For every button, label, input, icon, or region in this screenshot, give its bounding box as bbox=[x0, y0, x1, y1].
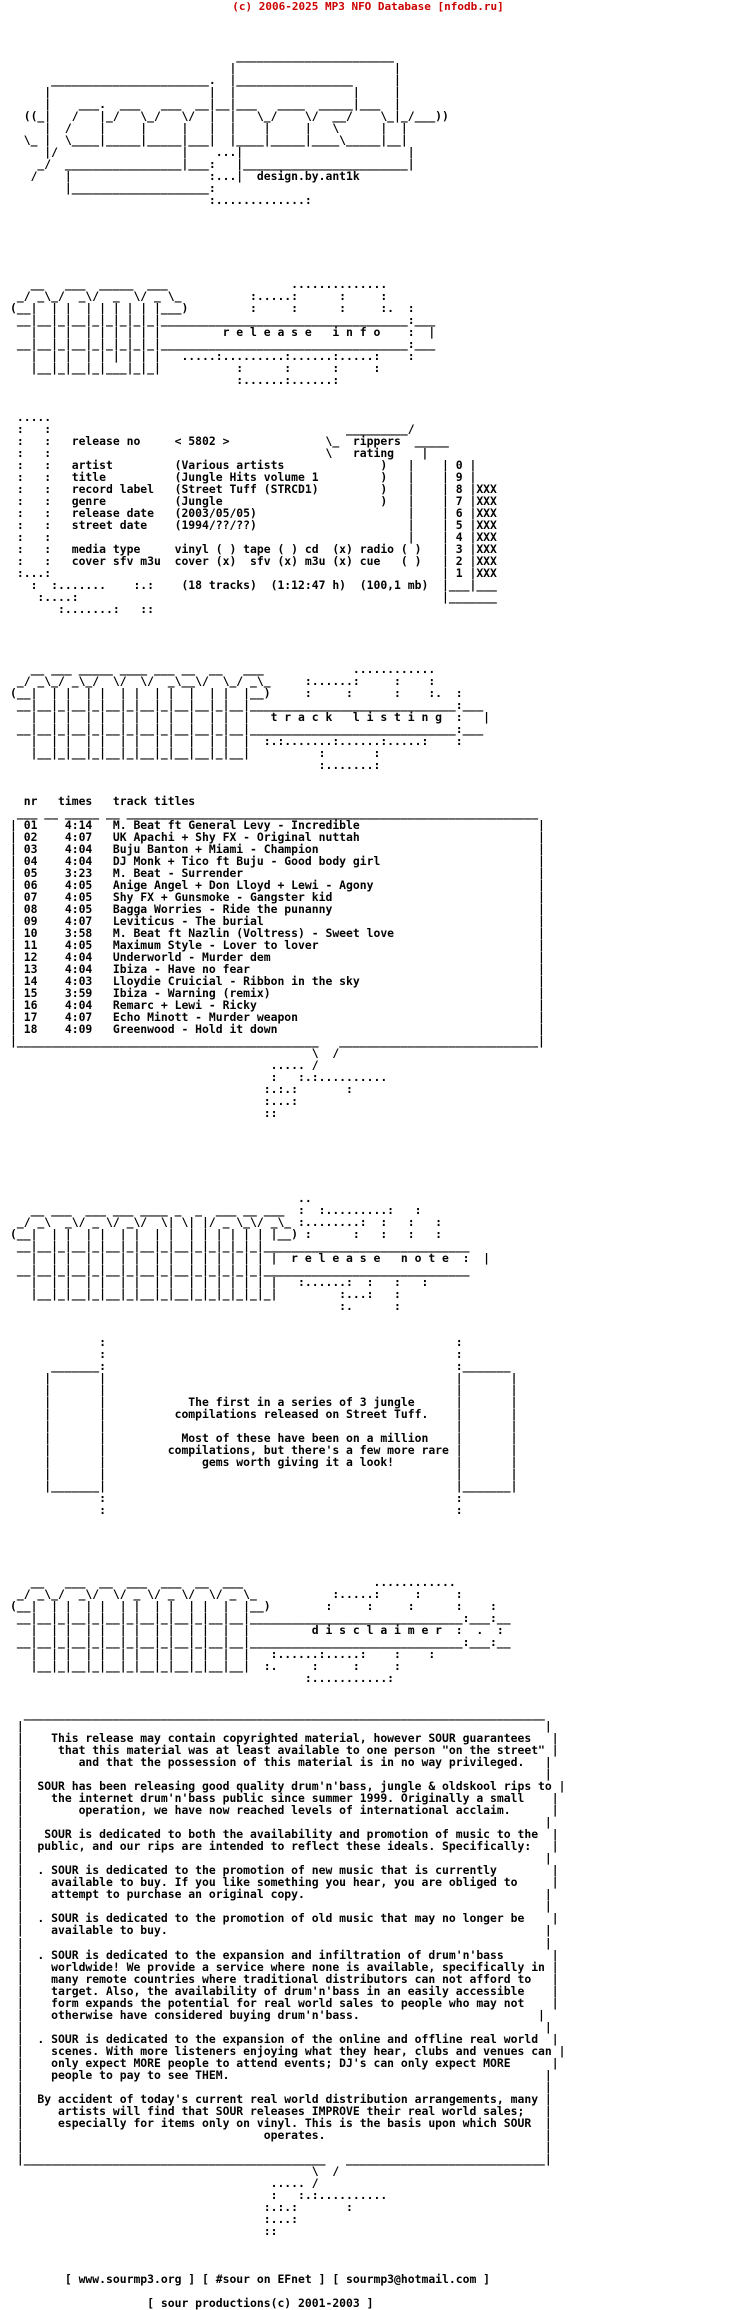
nfo-text: _______________________ | | ____________… bbox=[10, 49, 566, 2310]
nfodb-header: (c) 2006-2025 MP3 NFO Database [nfodb.ru… bbox=[232, 0, 504, 13]
